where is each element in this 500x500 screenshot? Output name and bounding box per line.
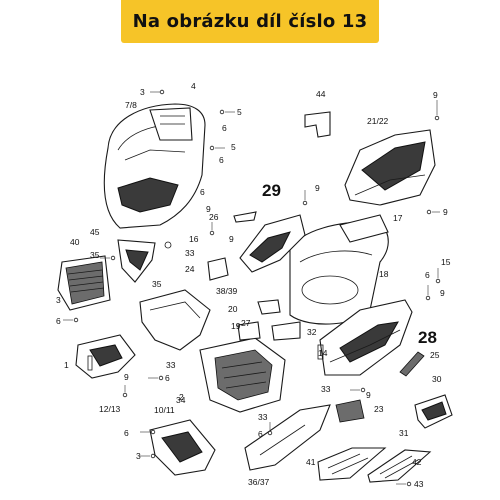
callout-9: 9 [366, 390, 371, 400]
small-cover-part [207, 257, 229, 281]
callout-10-11: 10/11 [154, 405, 175, 415]
callout-16: 16 [189, 234, 199, 244]
center-tunnel-part [139, 289, 211, 351]
callout-38-39: 38/39 [216, 286, 238, 296]
callout-6: 6 [124, 428, 129, 438]
inner-panel-part [239, 214, 306, 273]
callout-36-37: 36/37 [248, 477, 270, 487]
callout-29: 29 [262, 181, 281, 200]
callout-3: 3 [140, 87, 145, 97]
callout-6: 6 [56, 316, 61, 326]
callout-44: 44 [316, 89, 326, 99]
front-shield-part [103, 103, 206, 229]
callout-41: 41 [306, 457, 316, 467]
callout-33: 33 [166, 360, 176, 370]
callout-6: 6 [222, 123, 227, 133]
radiator-part [57, 255, 111, 311]
callout-7-8: 7/8 [125, 100, 137, 110]
callout-32: 32 [307, 327, 317, 337]
callout-6: 6 [425, 270, 430, 280]
callout-labels: 29 28 4 44 9 3 5 7/8 6 21/22 5 6 6 9 9 2… [56, 81, 451, 489]
small-trim-parts [237, 299, 301, 341]
callout-9: 9 [206, 204, 211, 214]
callout-42: 42 [412, 457, 422, 467]
callout-35: 35 [90, 250, 100, 260]
screw-fasteners [63, 89, 441, 487]
callout-45: 45 [90, 227, 100, 237]
callout-19: 19 [231, 321, 241, 331]
callout-15: 15 [441, 257, 451, 267]
reflector-part [399, 351, 425, 377]
side-panel-part [319, 299, 413, 376]
callout-17: 17 [393, 213, 403, 223]
part-number-banner: Na obrázku díl číslo 13 [121, 0, 379, 43]
callout-26: 26 [209, 212, 219, 222]
callout-9: 9 [433, 90, 438, 100]
callout-43: 43 [414, 479, 424, 489]
callout-2: 2 [179, 392, 184, 402]
callout-12-13: 12/13 [99, 404, 121, 414]
belly-pan-part [244, 404, 331, 471]
callout-30: 30 [432, 374, 442, 384]
rear-bracket-part [304, 111, 331, 138]
callout-33: 33 [321, 384, 331, 394]
callout-23: 23 [374, 404, 384, 414]
callout-6: 6 [258, 429, 263, 439]
callout-31: 31 [399, 428, 409, 438]
callout-20: 20 [228, 304, 238, 314]
callout-3: 3 [56, 295, 61, 305]
callout-5: 5 [231, 142, 236, 152]
callout-25: 25 [430, 350, 440, 360]
callout-34: 34 [176, 395, 186, 405]
callout-28: 28 [418, 328, 437, 347]
callout-9: 9 [440, 288, 445, 298]
callout-9: 9 [443, 207, 448, 217]
callout-33: 33 [258, 412, 268, 422]
callout-5: 5 [237, 107, 242, 117]
callout-33: 33 [185, 248, 195, 258]
callout-27: 27 [241, 318, 251, 328]
side-plate-part [335, 399, 365, 423]
callout-6: 6 [219, 155, 224, 165]
callout-1: 1 [64, 360, 69, 370]
callout-14: 14 [318, 348, 328, 358]
callout-9: 9 [315, 183, 320, 193]
callout-6: 6 [200, 187, 205, 197]
rear-guard-part [414, 394, 453, 429]
seat-storage-part [289, 214, 389, 325]
front-lower-cover-part [75, 334, 136, 379]
callout-9: 9 [229, 234, 234, 244]
clip-parts [87, 211, 324, 371]
callout-24: 24 [185, 264, 195, 274]
callout-4: 4 [191, 81, 196, 91]
callout-6: 6 [165, 373, 170, 383]
rear-cowl-part [344, 129, 436, 206]
callout-35: 35 [152, 279, 162, 289]
lower-fairing-part [149, 419, 216, 476]
front-grille-piece [117, 239, 156, 283]
footboard-right-part [367, 449, 432, 483]
footboard-left-part [317, 447, 387, 481]
callout-3: 3 [136, 451, 141, 461]
callout-40: 40 [70, 237, 80, 247]
banner-title: Na obrázku díl číslo 13 [132, 11, 368, 32]
callout-9: 9 [124, 372, 129, 382]
callout-21-22: 21/22 [367, 116, 389, 126]
floor-frame-part [199, 337, 286, 413]
callout-18: 18 [379, 269, 389, 279]
